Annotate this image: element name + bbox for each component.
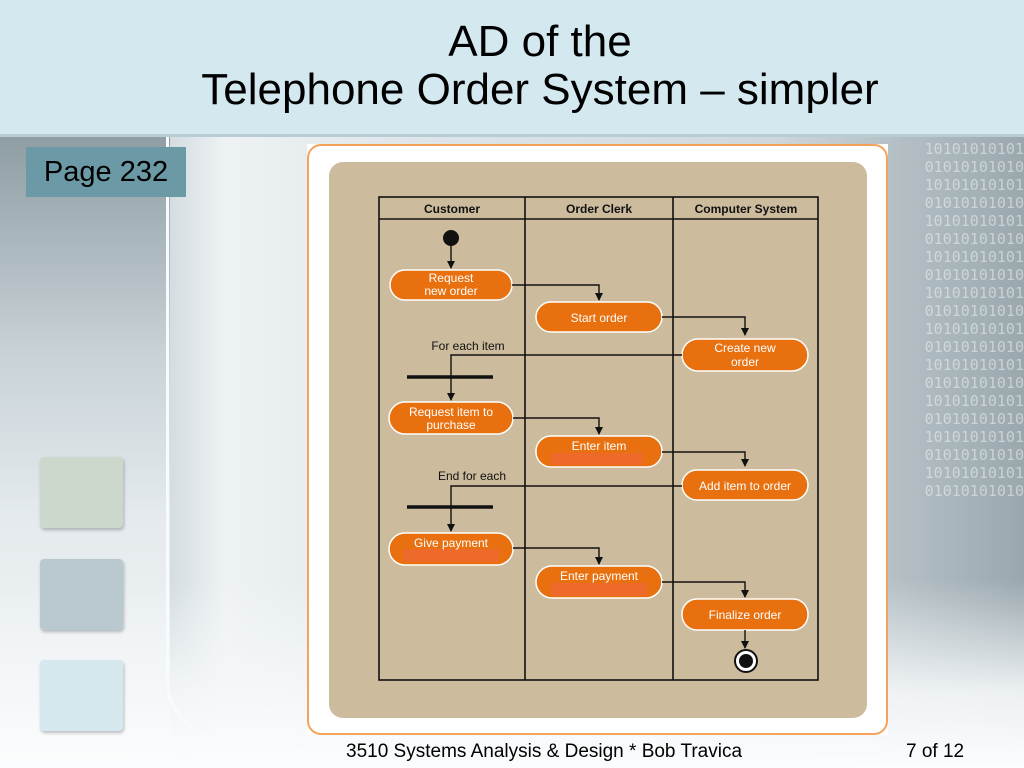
activity-create-new-order-label-2: order xyxy=(731,355,759,369)
initial-node xyxy=(443,230,459,246)
activity-start-order-label: Start order xyxy=(571,311,628,325)
final-node xyxy=(739,654,753,668)
slide-title-line-2: Telephone Order System – simpler xyxy=(201,65,879,114)
activity-give-payment-label: Give payment xyxy=(414,536,489,550)
decorative-square-light-blue xyxy=(40,660,123,731)
activity-add-item-label: Add item to order xyxy=(699,479,791,493)
enter-payment-highlight xyxy=(551,583,647,596)
activity-request-item-label-1: Request item to xyxy=(409,405,493,419)
title-divider xyxy=(0,134,1024,137)
flow-enter-to-add xyxy=(662,451,749,467)
lane-header-order-clerk: Order Clerk xyxy=(566,202,632,216)
flow-start-to-create xyxy=(662,316,749,336)
flow-request-to-start xyxy=(512,284,603,301)
swimlane-border xyxy=(378,196,819,681)
slide-title: AD of the Telephone Order System – simpl… xyxy=(0,18,1024,114)
flow-create-to-fork xyxy=(450,354,682,376)
activity-request-new-order-label-1: Request xyxy=(429,271,474,285)
binary-pattern: 10101010101 01010101010 10101010101 0101… xyxy=(924,140,1024,500)
decorative-square-green xyxy=(40,457,123,528)
slide-title-line-1: AD of the xyxy=(448,17,632,66)
lane-header-computer-system: Computer System xyxy=(695,202,798,216)
diagram-frame: Customer Order Clerk Computer System Req… xyxy=(307,144,888,735)
enter-item-highlight xyxy=(551,453,643,465)
activity-request-item-label-2: purchase xyxy=(426,418,476,432)
annotation-end-for-each: End for each xyxy=(438,469,506,483)
page-label: Page 232 xyxy=(26,147,186,197)
annotation-for-each-item: For each item xyxy=(431,339,504,353)
decorative-curve xyxy=(166,137,369,740)
lane-header-customer: Customer xyxy=(424,202,480,216)
footer-page-number: 7 of 12 xyxy=(906,741,965,762)
flow-give-to-enter-payment xyxy=(513,547,603,565)
activity-request-new-order-label-2: new order xyxy=(424,284,477,298)
give-payment-highlight xyxy=(403,549,499,562)
flow-enter-payment-to-finalize xyxy=(662,581,749,598)
activity-add-item xyxy=(681,469,809,501)
flow-add-to-join xyxy=(450,485,682,506)
footer-course: 3510 Systems Analysis & Design * Bob Tra… xyxy=(346,741,743,762)
activity-enter-payment-label: Enter payment xyxy=(560,569,639,583)
title-bar xyxy=(0,0,1024,134)
diagram-frame-border xyxy=(307,144,888,735)
activity-finalize-order-label: Finalize order xyxy=(709,608,782,622)
activity-enter-item-label: Enter item xyxy=(572,439,627,453)
decorative-square-blue xyxy=(40,559,123,630)
activity-diagram: Customer Order Clerk Computer System Req… xyxy=(378,196,819,681)
activity-create-new-order-label-1: Create new xyxy=(714,341,776,355)
flow-request-item-to-enter xyxy=(513,417,603,435)
